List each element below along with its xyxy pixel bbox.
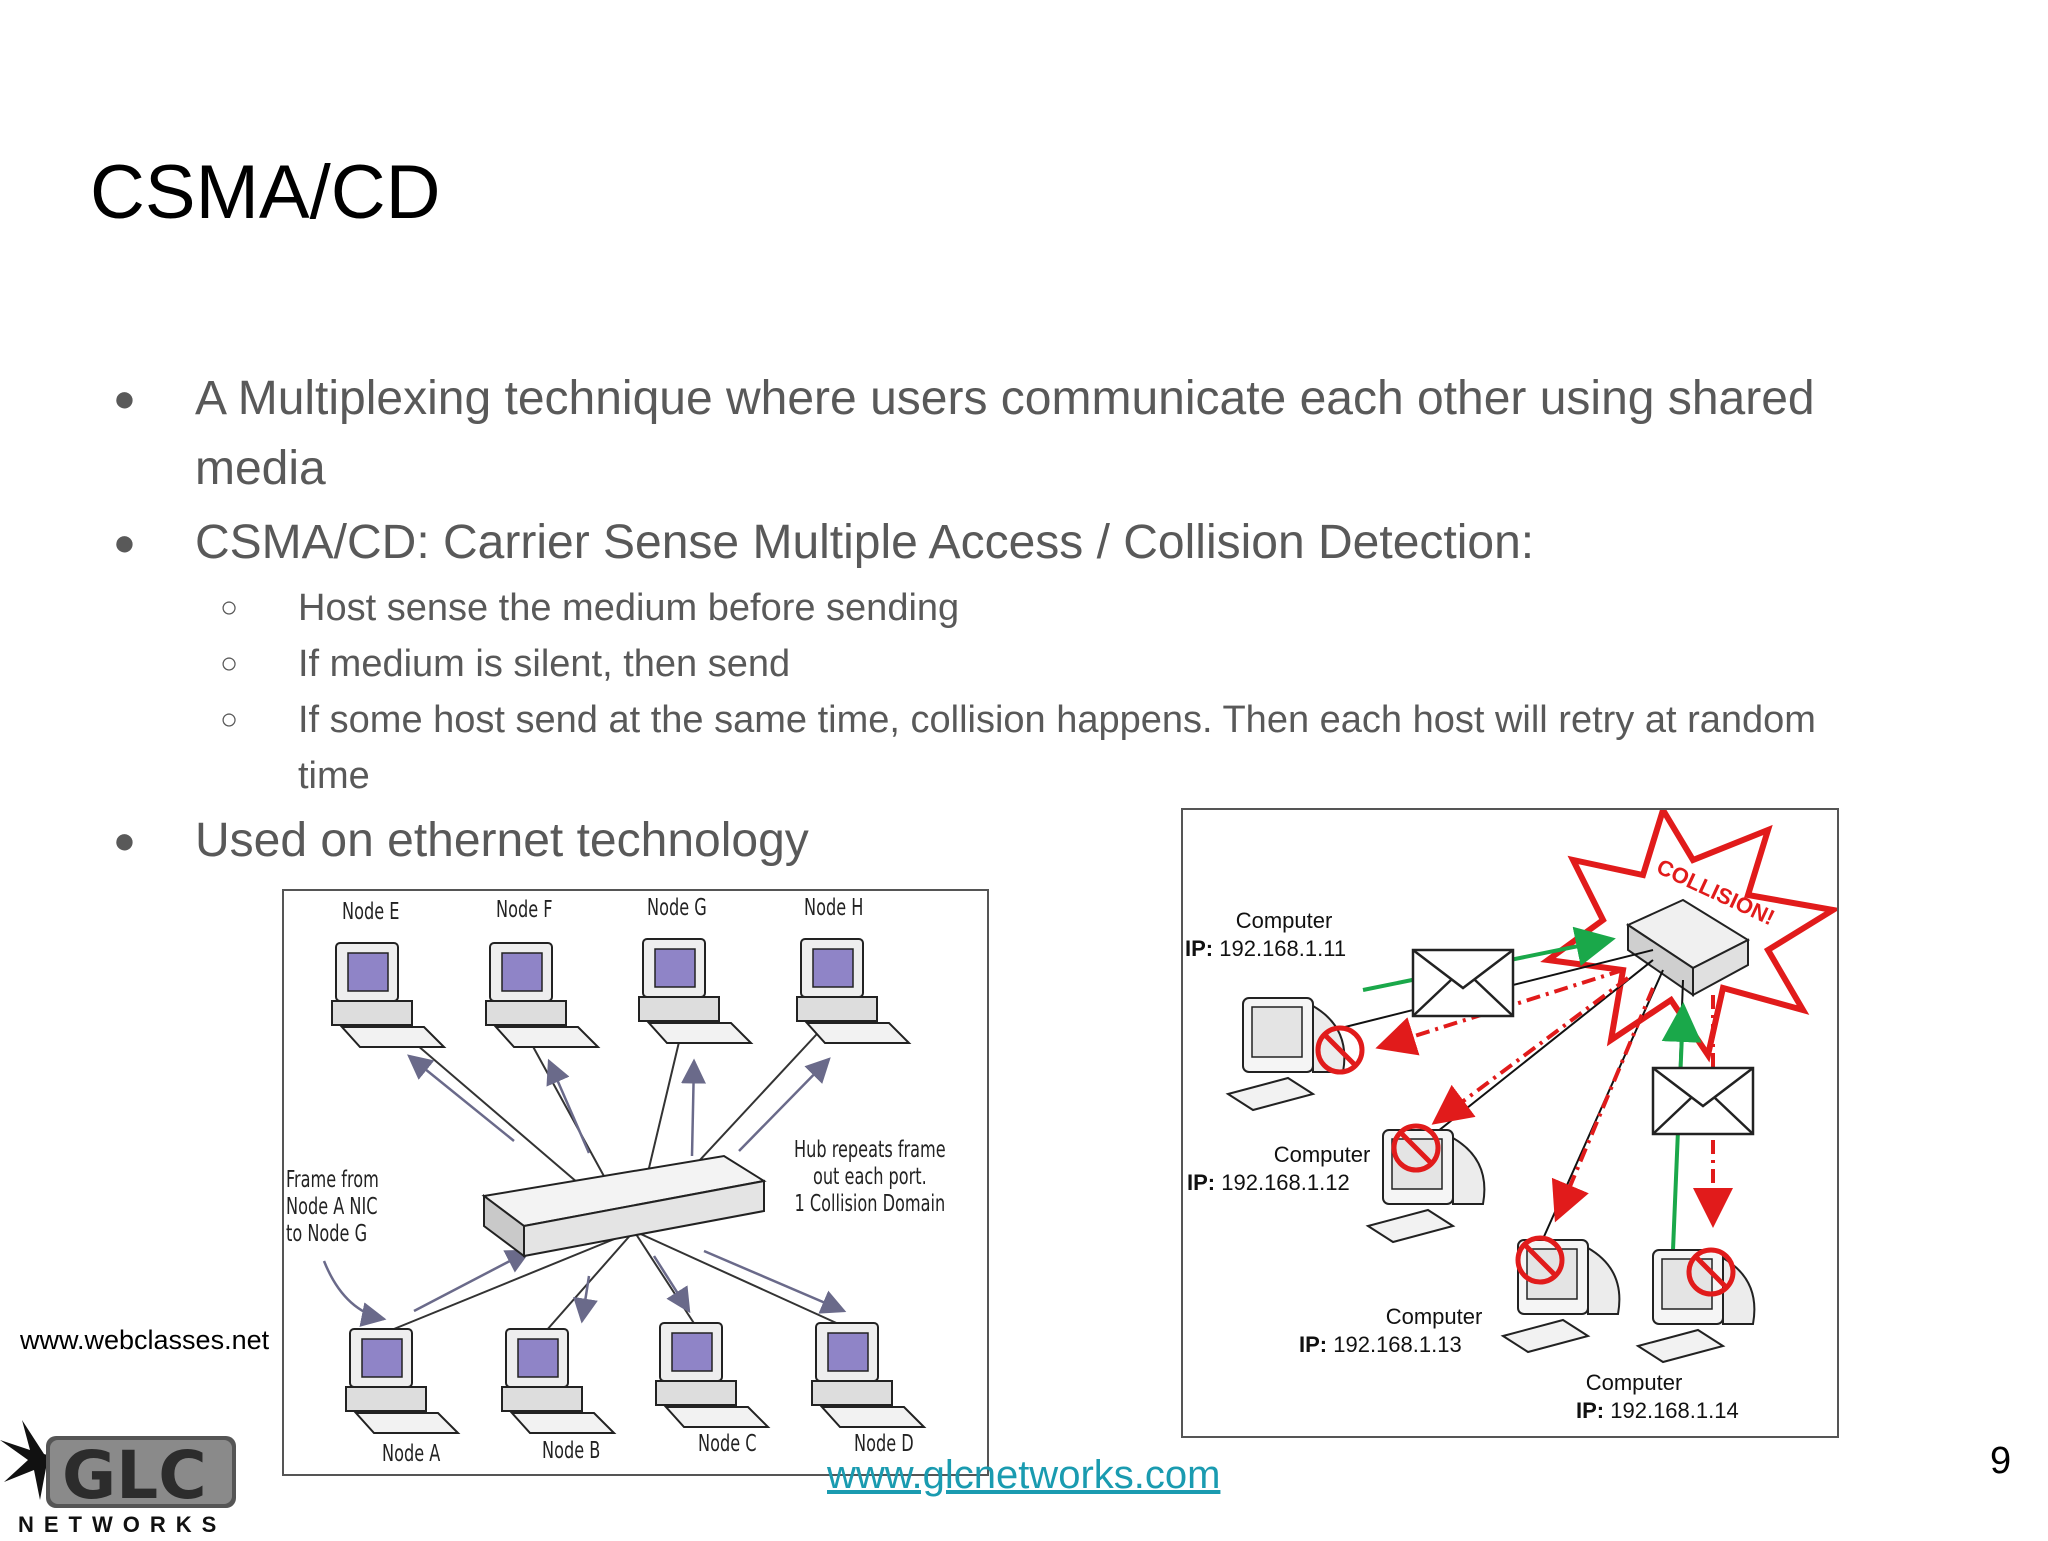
footer-website-link[interactable]: www.glcnetworks.com <box>827 1453 1221 1497</box>
ip-prefix: IP: <box>1576 1398 1605 1423</box>
computer-1-label: Computer <box>1219 908 1349 934</box>
bullet-multiplexing: ● A Multiplexing technique where users c… <box>113 364 1815 504</box>
ip-prefix: IP: <box>1299 1332 1328 1357</box>
hub-caption-line2: out each port. <box>812 1164 927 1190</box>
collision-diagram: COLLISION! <box>1181 808 1839 1438</box>
bullet-dot: ● <box>113 378 136 420</box>
ip-value: 192.168.1.11 <box>1219 936 1347 961</box>
hub-caption: Hub repeats frame out each port. 1 Colli… <box>794 1137 946 1218</box>
ip-value: 192.168.1.12 <box>1221 1170 1350 1195</box>
slide-title: CSMA/CD <box>90 150 441 235</box>
sub-bullet-text-line2: time <box>298 755 370 797</box>
bullet-text-line2: media <box>195 442 326 495</box>
sub-bullet-text: If medium is silent, then send <box>298 643 791 685</box>
bullet-text-line1: A Multiplexing technique where users com… <box>195 372 1815 425</box>
hub-caption-line3: 1 Collision Domain <box>794 1191 946 1217</box>
sub-bullet-text: Host sense the medium before sending <box>298 587 960 629</box>
switch-device <box>1625 898 1751 997</box>
computer-4-ip: IP: 192.168.1.14 <box>1576 1398 1739 1424</box>
computer-1-ip: IP: 192.168.1.11 <box>1185 936 1346 962</box>
computer-1-name: Computer <box>1235 908 1333 933</box>
bullet-text: Used on ethernet technology <box>195 814 809 867</box>
logo-subtext: NETWORKS <box>18 1512 226 1536</box>
frame-caption-line3: to Node G <box>286 1221 368 1247</box>
ip-value: 192.168.1.13 <box>1333 1332 1462 1357</box>
sub-bullet-dot: ○ <box>220 703 239 736</box>
computer-3-label: Computer <box>1369 1304 1499 1330</box>
frame-caption-line2: Node A NIC <box>286 1194 378 1220</box>
hub-device <box>481 1154 767 1258</box>
logo-text: GLC <box>62 1437 207 1514</box>
computer-2-ip: IP: 192.168.1.12 <box>1187 1170 1350 1196</box>
frame-caption-line1: Frame from <box>286 1167 379 1193</box>
ip-prefix: IP: <box>1185 936 1214 961</box>
hub-diagram: Node E Node F Node G Node H Node A Node … <box>282 889 989 1476</box>
node-b-label: Node B <box>542 1438 601 1464</box>
collision-diagram-graphic: COLLISION! <box>1227 810 1837 1363</box>
page-number: 9 <box>1990 1440 2012 1482</box>
frame-caption: Frame from Node A NIC to Node G <box>286 1167 379 1248</box>
image-credit: www.webclasses.net <box>20 1325 270 1355</box>
node-c-label: Node C <box>698 1431 757 1457</box>
node-a-label: Node A <box>382 1441 441 1467</box>
node-e-label: Node E <box>342 899 400 925</box>
computer-4-label: Computer <box>1569 1370 1699 1396</box>
sub-bullet-collision: ○ If some host send at the same time, co… <box>220 692 1816 804</box>
sub-bullet-text-line1: If some host send at the same time, coll… <box>298 699 1816 741</box>
computer-3-name: Computer <box>1385 1304 1483 1329</box>
hub-diagram-graphic <box>322 938 925 1434</box>
node-d-label: Node D <box>854 1431 914 1457</box>
bullet-csmacd-definition: ● CSMA/CD: Carrier Sense Multiple Access… <box>113 508 1535 578</box>
bullet-ethernet: ● Used on ethernet technology <box>113 806 809 876</box>
sub-bullet-dot: ○ <box>220 591 239 624</box>
computer-2-label: Computer <box>1257 1142 1387 1168</box>
glc-networks-logo: GLC NETWORKS <box>0 1412 250 1537</box>
computer-4-name: Computer <box>1585 1370 1683 1395</box>
sub-bullet-dot: ○ <box>220 647 239 680</box>
computer-3-ip: IP: 192.168.1.13 <box>1299 1332 1462 1358</box>
bullet-text: CSMA/CD: Carrier Sense Multiple Access /… <box>195 516 1535 569</box>
ip-prefix: IP: <box>1187 1170 1216 1195</box>
node-g-label: Node G <box>647 895 707 921</box>
bullet-dot: ● <box>113 522 136 564</box>
sub-bullet-silent: ○ If medium is silent, then send <box>220 636 791 692</box>
node-h-label: Node H <box>804 895 864 921</box>
computer-2-name: Computer <box>1273 1142 1371 1167</box>
sub-bullet-sense: ○ Host sense the medium before sending <box>220 580 960 636</box>
ip-value: 192.168.1.14 <box>1610 1398 1739 1423</box>
node-f-label: Node F <box>496 897 553 923</box>
hub-caption-line1: Hub repeats frame <box>794 1137 946 1163</box>
logo-graphic: GLC NETWORKS <box>0 1420 236 1537</box>
bullet-dot: ● <box>113 820 136 862</box>
